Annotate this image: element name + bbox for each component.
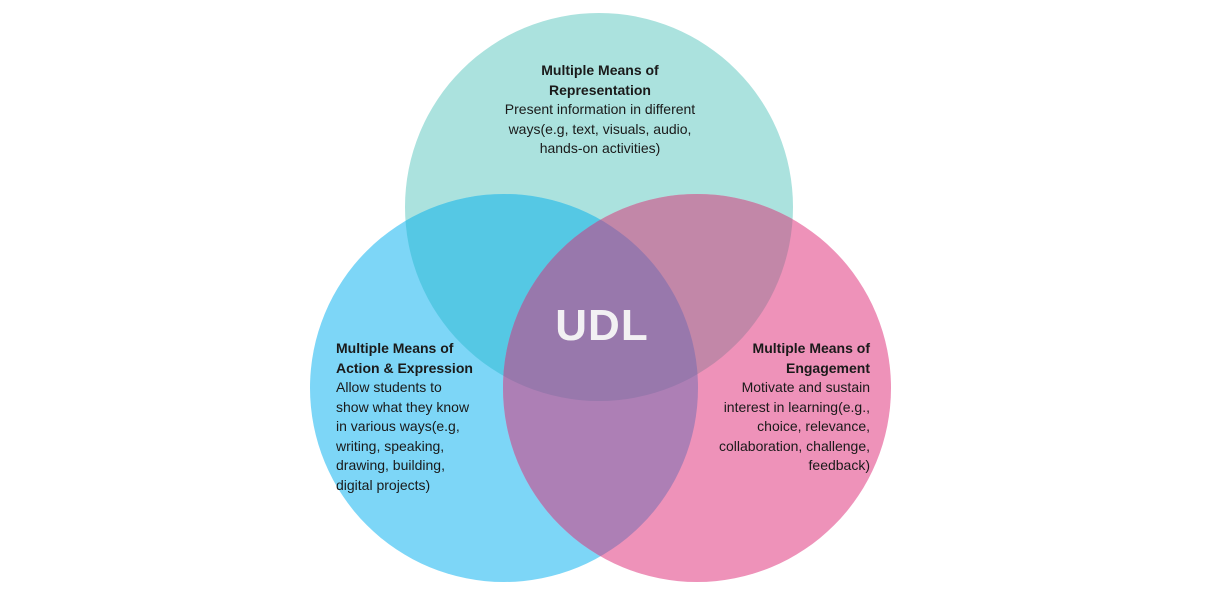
set-label-engagement: Multiple Means of Engagement Motivate an…: [680, 339, 870, 476]
description-line: Allow students to: [336, 379, 442, 395]
title-line: Multiple Means of: [336, 340, 454, 356]
set-title: Multiple Means of Engagement: [680, 339, 870, 378]
description-line: interest in learning(e.g.,: [723, 398, 870, 415]
description-line: choice, relevance,: [757, 418, 870, 434]
description-line: Motivate and sustain: [741, 379, 870, 395]
description-line: Present information in different: [504, 101, 696, 117]
set-label-action-expression: Multiple Means of Action & Expression Al…: [336, 339, 506, 495]
description-line: show what they know: [336, 398, 470, 415]
description-line: digital projects): [336, 476, 431, 493]
description-line: in various ways(e.g,: [336, 418, 460, 434]
set-description: Motivate and sustain interest in learnin…: [680, 378, 870, 476]
set-description: Present information in different ways(e.…: [470, 100, 730, 159]
title-line: Representation: [549, 81, 651, 98]
description-line: writing, speaking,: [336, 437, 445, 454]
description-line: ways(e.g, text, visuals, audio,: [508, 120, 692, 137]
description-line: feedback): [808, 457, 870, 473]
set-title: Multiple Means of Action & Expression: [336, 339, 506, 378]
title-line: Action & Expression: [336, 359, 473, 376]
center-label-udl: UDL: [555, 301, 649, 350]
description-line: drawing, building,: [336, 457, 445, 473]
description-line: collaboration, challenge,: [719, 437, 870, 454]
description-line: hands-on activities): [539, 140, 661, 156]
set-title: Multiple Means of Representation: [470, 61, 730, 100]
set-description: Allow students to show what they know in…: [336, 378, 506, 495]
title-line: Multiple Means of: [541, 62, 659, 78]
title-line: Multiple Means of: [752, 340, 870, 356]
set-label-representation: Multiple Means of Representation Present…: [470, 61, 730, 159]
title-line: Engagement: [785, 359, 870, 376]
